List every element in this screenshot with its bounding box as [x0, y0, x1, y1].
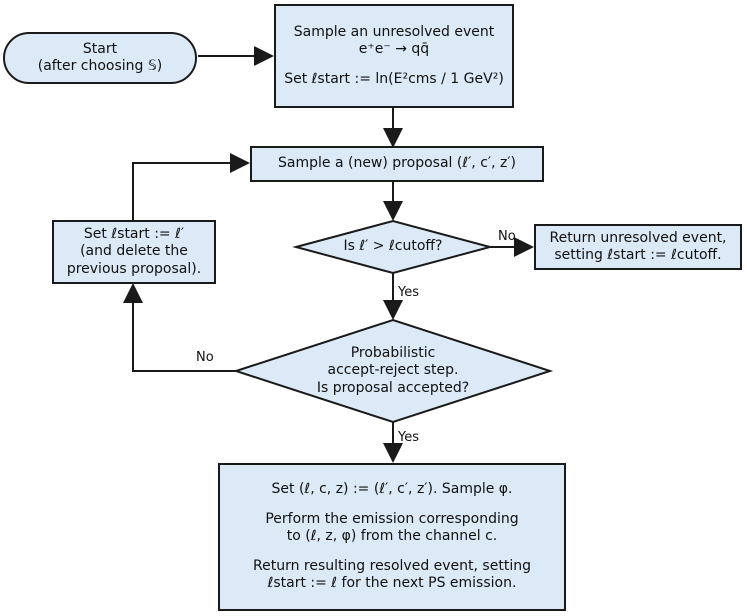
accept-no-label: No	[196, 350, 214, 365]
accept-yes-label: Yes	[398, 430, 419, 445]
emission-line5: ℓstart := ℓ for the next PS emission.	[267, 575, 517, 592]
emission-line1: Set (ℓ, c, z) := (ℓ′, c′, z′). Sample φ.	[271, 481, 513, 498]
cutoff-decision-text: Is ℓ′ > ℓcutoff?	[343, 238, 443, 255]
set-start-line2: (and delete the	[80, 243, 188, 260]
cutoff-no-label: No	[498, 229, 516, 244]
sample-event-box: Sample an unresolved event e⁺e⁻ → qq̄ Se…	[274, 4, 514, 108]
cutoff-yes-label: Yes	[398, 285, 419, 300]
arrow-accept-no	[123, 283, 236, 372]
proposal-text: Sample a (new) proposal (ℓ′, c′, z′)	[278, 155, 516, 172]
emission-line3: to (ℓ, z, φ) from the channel c.	[286, 528, 498, 545]
return-unresolved-line2: setting ℓstart := ℓcutoff.	[554, 247, 722, 263]
set-start-line3: previous proposal).	[66, 260, 202, 277]
accept-reject-decision-shape	[232, 318, 554, 424]
sample-event-title: Sample an unresolved event	[293, 23, 495, 40]
sample-event-start-formula: Set ℓstart := ln(E²cms / 1 GeV²)	[284, 70, 504, 87]
start-label: Start	[82, 40, 118, 57]
emission-box: Set (ℓ, c, z) := (ℓ′, c′, z′). Sample φ.…	[218, 463, 566, 611]
start-sublabel: (after choosing 𝕊)	[37, 58, 163, 74]
emission-line4: Return resulting resolved event, setting	[253, 557, 531, 574]
sample-event-process: e⁺e⁻ → qq̄	[358, 41, 430, 58]
return-unresolved-line1: Return unresolved event,	[549, 229, 727, 246]
set-start-line1: Set ℓstart := ℓ′	[83, 225, 185, 242]
accept-reject-decision-text: Probabilistic accept-reject step. Is pro…	[316, 344, 470, 396]
proposal-box: Sample a (new) proposal (ℓ′, c′, z′)	[250, 146, 544, 182]
emission-line2: Perform the emission corresponding	[265, 510, 519, 527]
start-node: Start (after choosing 𝕊)	[3, 32, 197, 84]
arrow-set-start-to-proposal	[132, 153, 250, 220]
return-unresolved-box: Return unresolved event, setting ℓstart …	[534, 224, 742, 270]
set-start-box: Set ℓstart := ℓ′ (and delete the previou…	[52, 220, 216, 284]
